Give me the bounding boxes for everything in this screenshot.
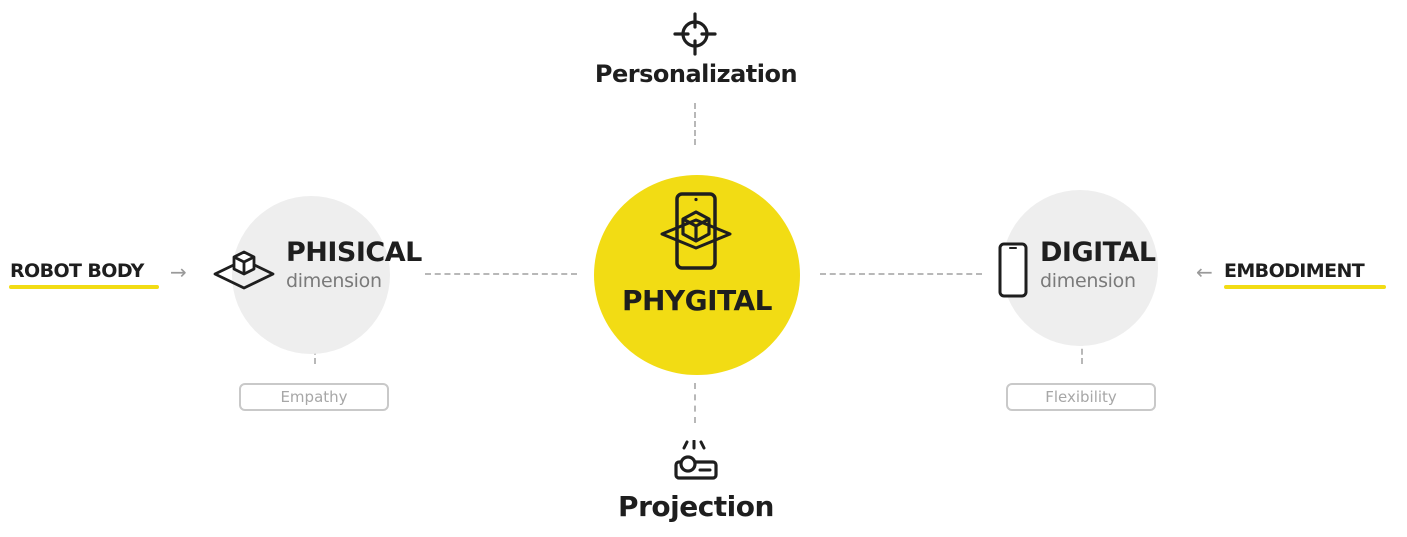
digital-circle — [1002, 190, 1158, 346]
personalization-label: Personalization — [594, 60, 798, 88]
arrow-left-icon: ← — [1196, 260, 1213, 284]
digital-title: DIGITAL — [1040, 237, 1156, 268]
connector-left-center — [425, 273, 577, 275]
projection-label: Projection — [618, 490, 774, 523]
phygital-title: PHYGITAL — [621, 284, 773, 317]
digital-subtitle: dimension — [1040, 270, 1136, 292]
projector-icon — [674, 440, 718, 480]
phone-ar-cube-icon — [660, 192, 732, 270]
empathy-pill: Empathy — [239, 383, 389, 411]
connector-top — [694, 103, 696, 145]
physical-subtitle: dimension — [286, 270, 382, 292]
cube-on-plane-icon — [213, 250, 275, 290]
crosshair-icon — [673, 12, 717, 56]
physical-circle — [232, 196, 390, 354]
physical-title: PHISICAL — [286, 237, 422, 268]
smartphone-icon — [998, 242, 1028, 298]
embodiment-label: EMBODIMENT — [1224, 260, 1365, 282]
embodiment-underline — [1224, 285, 1386, 289]
arrow-right-icon: → — [170, 260, 187, 284]
connector-center-right — [820, 273, 982, 275]
phygital-circle — [594, 175, 800, 375]
robot-body-label: ROBOT BODY — [10, 260, 144, 282]
connector-bottom — [694, 383, 696, 423]
robot-body-underline — [9, 285, 159, 289]
flexibility-pill: Flexibility — [1006, 383, 1156, 411]
